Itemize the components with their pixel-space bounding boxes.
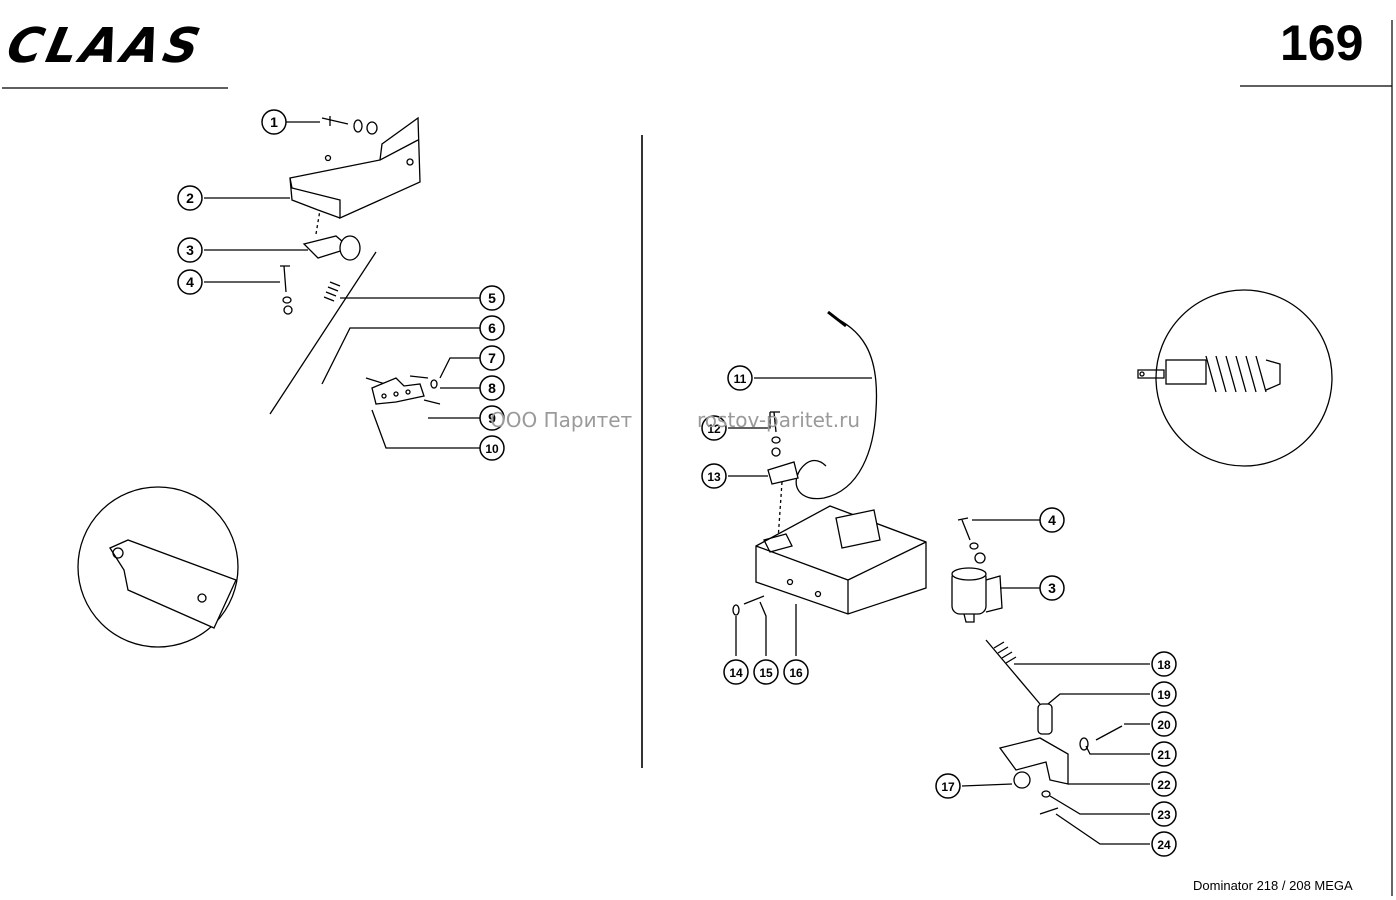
callout-number: 12 [707, 422, 721, 436]
callout-20: 20 [1151, 711, 1177, 737]
callout-3: 3 [177, 237, 203, 263]
watermark-company: ООО Паритет [490, 408, 633, 432]
callout-number: 24 [1157, 838, 1171, 852]
callout-9: 9 [479, 405, 505, 431]
callout-3: 3 [1039, 575, 1065, 601]
callout-10: 10 [479, 435, 505, 461]
page-frame [2, 20, 1393, 896]
callout-1: 1 [261, 109, 287, 135]
model-caption: Dominator 218 / 208 MEGA [1193, 878, 1353, 893]
callout-6: 6 [479, 315, 505, 341]
callout-19: 19 [1151, 681, 1177, 707]
callout-number: 6 [488, 320, 496, 336]
callout-number: 15 [759, 666, 773, 680]
callout-number: 14 [729, 666, 743, 680]
callout-number: 4 [1048, 512, 1056, 528]
callout-number: 3 [1048, 580, 1056, 596]
callout-number: 2 [186, 190, 194, 206]
callout-number: 21 [1157, 748, 1171, 762]
callout-number: 3 [186, 242, 194, 258]
callout-21: 21 [1151, 741, 1177, 767]
callout-11: 11 [727, 365, 753, 391]
callout-number: 5 [488, 290, 496, 306]
callout-number: 20 [1157, 718, 1171, 732]
callout-number: 17 [941, 780, 955, 794]
callout-number: 1 [270, 114, 278, 130]
callout-14: 14 [723, 659, 749, 685]
callout-number: 19 [1157, 688, 1171, 702]
callout-2: 2 [177, 185, 203, 211]
right-assembly [728, 310, 1150, 845]
callout-18: 18 [1151, 651, 1177, 677]
callout-number: 13 [707, 470, 721, 484]
callout-number: 10 [485, 442, 499, 456]
callout-number: 16 [789, 666, 803, 680]
callout-17: 17 [935, 773, 961, 799]
callout-number: 11 [734, 372, 747, 386]
page-number: 169 [1280, 15, 1364, 71]
right-detail-view [1137, 289, 1333, 467]
left-assembly [204, 116, 480, 449]
callout-7: 7 [479, 345, 505, 371]
callout-number: 22 [1157, 778, 1171, 792]
callout-number: 23 [1157, 808, 1171, 822]
callout-12: 12 [701, 415, 727, 441]
callout-number: 7 [488, 350, 496, 366]
callout-15: 15 [753, 659, 779, 685]
callout-number: 9 [488, 410, 496, 426]
callout-number: 4 [186, 274, 194, 290]
callout-4: 4 [177, 269, 203, 295]
callout-23: 23 [1151, 801, 1177, 827]
callout-22: 22 [1151, 771, 1177, 797]
left-detail-view [77, 486, 239, 648]
watermark-site: rostov-paritet.ru [697, 408, 861, 432]
callout-number: 18 [1157, 658, 1171, 672]
callout-24: 24 [1151, 831, 1177, 857]
callout-13: 13 [701, 463, 727, 489]
callout-number: 8 [488, 380, 496, 396]
callout-16: 16 [783, 659, 809, 685]
callout-4: 4 [1039, 507, 1065, 533]
callout-8: 8 [479, 375, 505, 401]
callout-5: 5 [479, 285, 505, 311]
